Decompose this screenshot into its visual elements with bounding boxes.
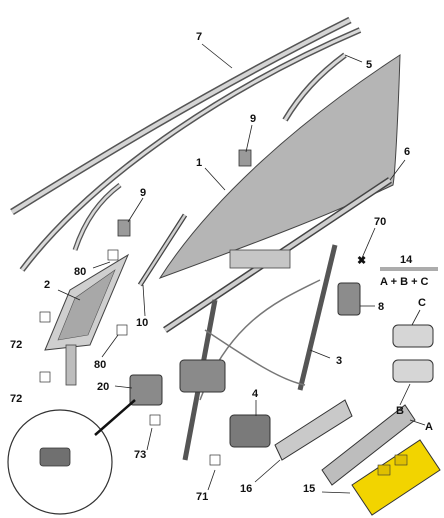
relay-module: [129, 374, 163, 406]
label-9b: 9: [140, 187, 146, 199]
label-10: 10: [136, 317, 148, 329]
label-5: 5: [366, 59, 372, 71]
leader-70: [361, 227, 376, 259]
label-15: 15: [303, 483, 315, 495]
label-A: A: [425, 421, 433, 433]
label-9a: 9: [250, 113, 256, 125]
label-3: 3: [336, 355, 342, 367]
label-B: B: [396, 405, 404, 417]
label-73: 73: [134, 449, 146, 461]
leader-15: [321, 491, 351, 494]
label-80a: 80: [74, 266, 86, 278]
label-7: 7: [196, 31, 202, 43]
leader-3: [309, 349, 331, 359]
front-channel-strip-inner: [73, 184, 121, 251]
leader-71: [207, 469, 216, 491]
leader-80a: [92, 261, 111, 269]
leader-10: [142, 284, 146, 317]
ref-box-2: [39, 311, 51, 323]
label-80b: 80: [94, 359, 106, 371]
leader-C: [411, 309, 421, 326]
ref-box-6: [209, 454, 221, 466]
leader-73: [146, 427, 153, 451]
upper-seal-strip-2-inner: [20, 28, 361, 271]
leader-16: [254, 459, 281, 483]
label-20: 20: [97, 381, 109, 393]
label-16: 16: [240, 483, 252, 495]
ref-box-1: [107, 249, 119, 261]
leader-80b: [101, 334, 119, 358]
front-channel-strip: [72, 183, 122, 251]
leader-9b: [127, 197, 144, 223]
label-70: 70: [374, 216, 386, 228]
label-72b: 72: [10, 393, 22, 405]
window-regulator-rail-right: [297, 244, 338, 391]
quarter-window-post: [65, 344, 77, 386]
clip-lower: [117, 219, 131, 237]
leader-9a: [245, 124, 253, 153]
regulator-bracket: [229, 249, 291, 269]
detail-component: [39, 447, 71, 467]
label-71: 71: [196, 491, 208, 503]
switch-button-b: [392, 359, 434, 383]
switch-key-1: [377, 464, 391, 476]
window-glass: [158, 54, 401, 279]
leader-2: [57, 289, 81, 301]
detail-pointer: [94, 399, 136, 436]
glass-run-channel-inner: [283, 53, 346, 121]
switch-button-c: [392, 324, 434, 348]
label-4: 4: [252, 388, 259, 400]
window-regulator-cable-2: [204, 329, 306, 386]
leader-5: [344, 54, 363, 63]
label-72a: 72: [10, 339, 22, 351]
regulator-motor: [179, 359, 226, 393]
label-6: 6: [404, 146, 410, 158]
leader-1: [204, 167, 226, 191]
switch-panel: [274, 399, 353, 461]
label-14-formula: A + B + C: [380, 276, 429, 288]
label-1: 1: [196, 157, 202, 169]
ref-box-4: [116, 324, 128, 336]
leader-7: [201, 43, 233, 69]
regulator-connector: [337, 282, 361, 316]
leader-20: [114, 385, 133, 389]
leader-B: [399, 383, 411, 406]
window-motor: [229, 414, 271, 448]
leader-A: [409, 419, 426, 426]
quarter-window-glass: [57, 269, 116, 341]
guide-strip-inner: [138, 214, 187, 286]
label-2: 2: [44, 279, 50, 291]
ref-box-5: [149, 414, 161, 426]
switch-bezel: [321, 404, 416, 486]
switch-key-2: [394, 454, 408, 466]
clip-upper: [238, 149, 252, 167]
upper-seal-strip-inner: [10, 18, 351, 214]
ref-box-3: [39, 371, 51, 383]
label-C: C: [418, 297, 426, 309]
label-14: 14: [400, 254, 413, 266]
label-8: 8: [378, 301, 384, 313]
leader-6: [389, 159, 406, 181]
marker-x: ✖: [357, 255, 366, 267]
